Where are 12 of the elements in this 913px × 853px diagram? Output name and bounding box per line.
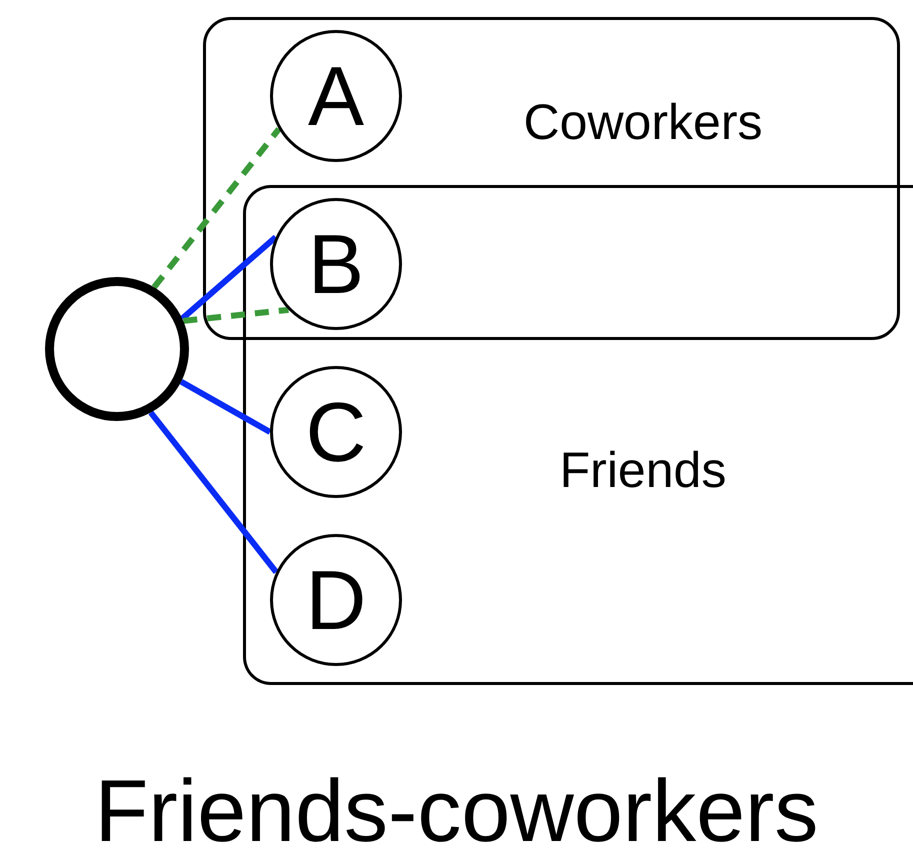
node-letter: C	[306, 390, 366, 474]
caption: Friends-coworkers	[94, 760, 818, 853]
group-label: Coworkers	[524, 93, 762, 151]
group-label: Friends	[560, 441, 726, 499]
node-letter: D	[306, 558, 366, 642]
node-letter: A	[308, 54, 364, 138]
node-letter: B	[308, 222, 364, 306]
connector	[180, 234, 278, 321]
dashed-connector	[182, 306, 289, 324]
connector	[180, 379, 272, 435]
dashed-connector	[152, 127, 282, 290]
connector	[148, 410, 279, 574]
